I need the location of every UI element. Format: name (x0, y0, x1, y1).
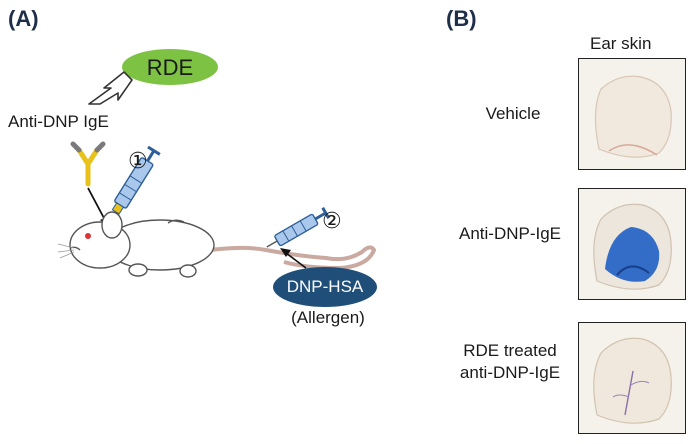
hollow-arrow (88, 71, 133, 105)
ear-photo-rde-treated (578, 322, 686, 434)
row-label-line: Anti-DNP-IgE (458, 224, 562, 243)
antibody-icon (70, 141, 106, 187)
whiskers (57, 243, 75, 259)
syringe-1-icon (108, 145, 161, 223)
ear-photo-vehicle (578, 58, 686, 170)
syringe-2-icon (266, 207, 330, 248)
row-label-vehicle: Vehicle (452, 104, 574, 124)
allergen-label: (Allergen) (291, 308, 365, 327)
dnp-hsa-label: DNP-HSA (286, 277, 364, 296)
antibody-arrow (87, 187, 106, 221)
panel-a-label: (A) (8, 6, 39, 31)
ear-photo-anti-dnp-ige (578, 188, 686, 300)
step-2-marker: ② (322, 208, 342, 233)
rde-label: RDE (146, 55, 194, 80)
rde-ellipse (122, 49, 218, 85)
anti-dnp-ige-label: Anti-DNP IgE (8, 112, 109, 131)
allergen-arrow (285, 252, 307, 269)
panel-b-label: (B) (446, 6, 477, 31)
row-label-line: anti-DNP-IgE (459, 363, 561, 382)
ear-skin-header: Ear skin (590, 34, 652, 53)
row-label-rde-treated: RDE treated anti-DNP-IgE (440, 340, 580, 384)
row-label-anti-dnp-ige: Anti-DNP-IgE (440, 224, 580, 244)
row-label-line: RDE treated (463, 341, 557, 360)
step-1-marker: ① (128, 148, 148, 173)
dnp-hsa-ellipse (273, 267, 377, 307)
row-label-line: Vehicle (485, 104, 541, 123)
